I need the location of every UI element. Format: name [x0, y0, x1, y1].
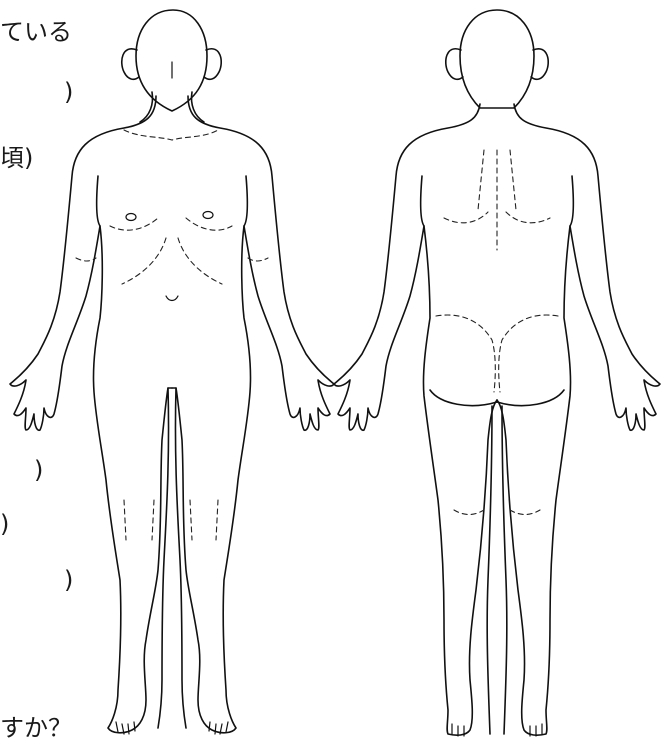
back-hip-left [436, 315, 495, 392]
front-rib-line-left [122, 238, 166, 284]
front-body-outline-right [172, 96, 334, 733]
back-hip-right [499, 315, 558, 392]
back-buttock-left [430, 390, 497, 406]
front-navel [166, 296, 178, 301]
back-shoulder-blade-right [506, 212, 550, 223]
back-scapula-left [478, 150, 484, 210]
back-arm-inner-left [421, 176, 424, 226]
front-chest-line-right [186, 218, 232, 230]
front-nipple-left [126, 214, 136, 221]
back-arm-inner-right [570, 176, 573, 226]
front-rib-line-right [178, 238, 222, 284]
front-body-figure [10, 10, 334, 734]
front-knee-right-a [190, 500, 192, 540]
back-buttock-right [497, 390, 564, 406]
back-scapula-right [510, 150, 516, 210]
front-elbow-left [76, 258, 96, 261]
front-knee-right-b [216, 500, 218, 540]
back-body-figure [334, 10, 660, 736]
back-shoulder-blade-left [444, 212, 488, 223]
back-knee-left [454, 510, 484, 515]
front-body-outline-left [10, 96, 172, 733]
back-body-outline-right [497, 104, 660, 735]
back-head [460, 10, 534, 108]
back-knee-right [510, 510, 540, 515]
front-nipple-right [203, 212, 213, 219]
front-knee-left-b [152, 500, 154, 540]
front-elbow-right [248, 258, 268, 261]
front-knee-left-a [124, 500, 126, 540]
front-arm-inner-right [244, 176, 247, 226]
front-clavicle-line [124, 130, 218, 140]
front-head [136, 10, 207, 111]
front-arm-inner-left [97, 176, 100, 226]
back-body-outline-left [334, 104, 497, 735]
